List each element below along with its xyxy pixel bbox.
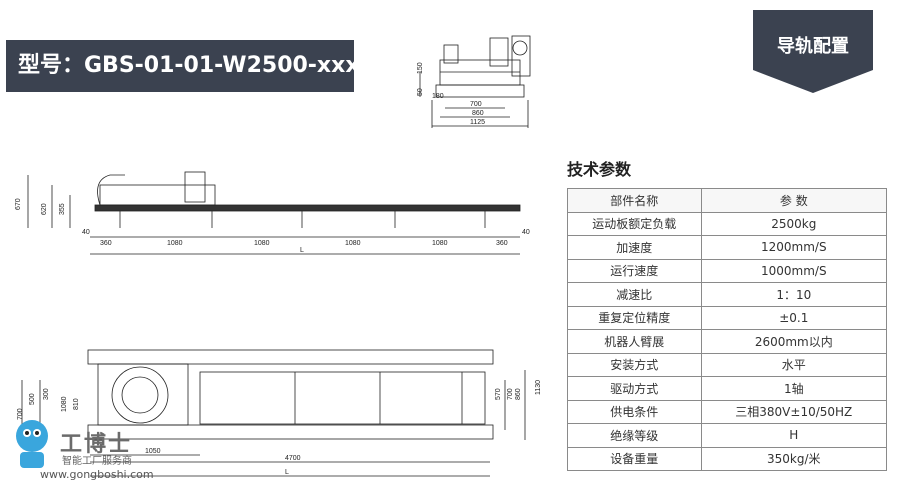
spec-name: 绝缘等级 [567,423,702,448]
dim-span-1: 360 [100,240,112,247]
dim-40-left: 40 [82,229,90,236]
technical-drawings: 150 50 180 700 860 1125 670 620 355 40 3… [15,35,542,477]
spec-name: 运行速度 [567,258,702,283]
spec-value: H [700,423,888,448]
end-view-drawing: 150 50 180 700 860 1125 [417,35,531,128]
dim-plan-500: 500 [29,393,36,405]
dim-plan-1130: 1130 [535,380,542,395]
dim-plan-L: L [285,469,289,476]
dim-L-side: L [300,247,304,254]
dim-40-right: 40 [522,229,530,236]
dim-plan-300: 300 [43,388,50,400]
spec-name: 加速度 [567,235,702,260]
spec-name: 重复定位精度 [567,305,702,330]
spec-value: 1：10 [700,282,888,307]
dim-plan-810: 810 [73,398,80,410]
dim-plan-860: 860 [515,388,522,400]
watermark-url: www.gongboshi.com [40,468,154,481]
dim-plan-700: 700 [17,408,24,420]
dim-860: 860 [472,110,484,117]
spec-header-row: 部件名称 参 数 [567,188,888,213]
spec-value: 350kg/米 [700,446,888,471]
config-badge: 导轨配置 [753,10,873,93]
spec-value: 2500kg [700,211,888,236]
side-view-drawing: 670 620 355 40 360 1080 1080 1080 1080 3… [15,171,530,255]
dim-670: 670 [15,198,22,210]
dim-span-4: 1080 [345,240,361,247]
watermark-brand: 工博士 [60,431,133,457]
dim-plan-4700: 4700 [285,455,301,462]
dim-span-6: 360 [496,240,508,247]
spec-name: 驱动方式 [567,376,702,401]
dim-plan-1080: 1080 [61,396,68,412]
spec-title: 技术参数 [567,160,632,179]
model-title: 型号：GBS-01-01-W2500-xxxx [6,40,374,92]
spec-value: 2600mm以内 [700,329,888,354]
spec-row: 供电条件三相380V±10/50HZ [567,399,888,424]
dim-700: 700 [470,101,482,108]
dim-1125: 1125 [470,119,485,126]
spec-value: 1轴 [700,376,888,401]
spec-row: 重复定位精度±0.1 [567,305,888,330]
dim-span-5: 1080 [432,240,448,247]
dim-plan-570: 570 [495,388,502,400]
spec-value: 三相380V±10/50HZ [700,399,888,424]
spec-value: 1200mm/S [700,235,888,260]
dim-355: 355 [59,203,66,215]
plan-view-drawing: 700 500 300 1080 810 570 700 860 1130 10… [17,349,542,477]
dim-plan-1050: 1050 [145,448,161,455]
spec-col-value: 参 数 [700,188,888,213]
dim-620: 620 [41,203,48,215]
spec-value: 1000mm/S [700,258,888,283]
dim-span-3: 1080 [254,240,270,247]
dim-180: 180 [432,93,444,100]
spec-name: 供电条件 [567,399,702,424]
dim-plan-700r: 700 [507,388,514,400]
spec-name: 运动板额定负载 [567,211,702,236]
spec-value: 水平 [700,352,888,377]
dim-150: 150 [417,62,424,74]
mascot-logo [16,420,48,468]
spec-name: 设备重量 [567,446,702,471]
dim-50: 50 [417,88,424,96]
spec-name: 安装方式 [567,352,702,377]
spec-name: 机器人臂展 [567,329,702,354]
spec-name: 减速比 [567,282,702,307]
dim-span-2: 1080 [167,240,183,247]
badge-shape [753,10,873,93]
spec-col-name: 部件名称 [567,188,702,213]
watermark-subtitle: 智能工厂服务商 [62,456,132,467]
badge-label: 导轨配置 [777,36,849,57]
spec-value: ±0.1 [700,305,888,330]
spec-row: 安装方式水平 [567,352,888,377]
